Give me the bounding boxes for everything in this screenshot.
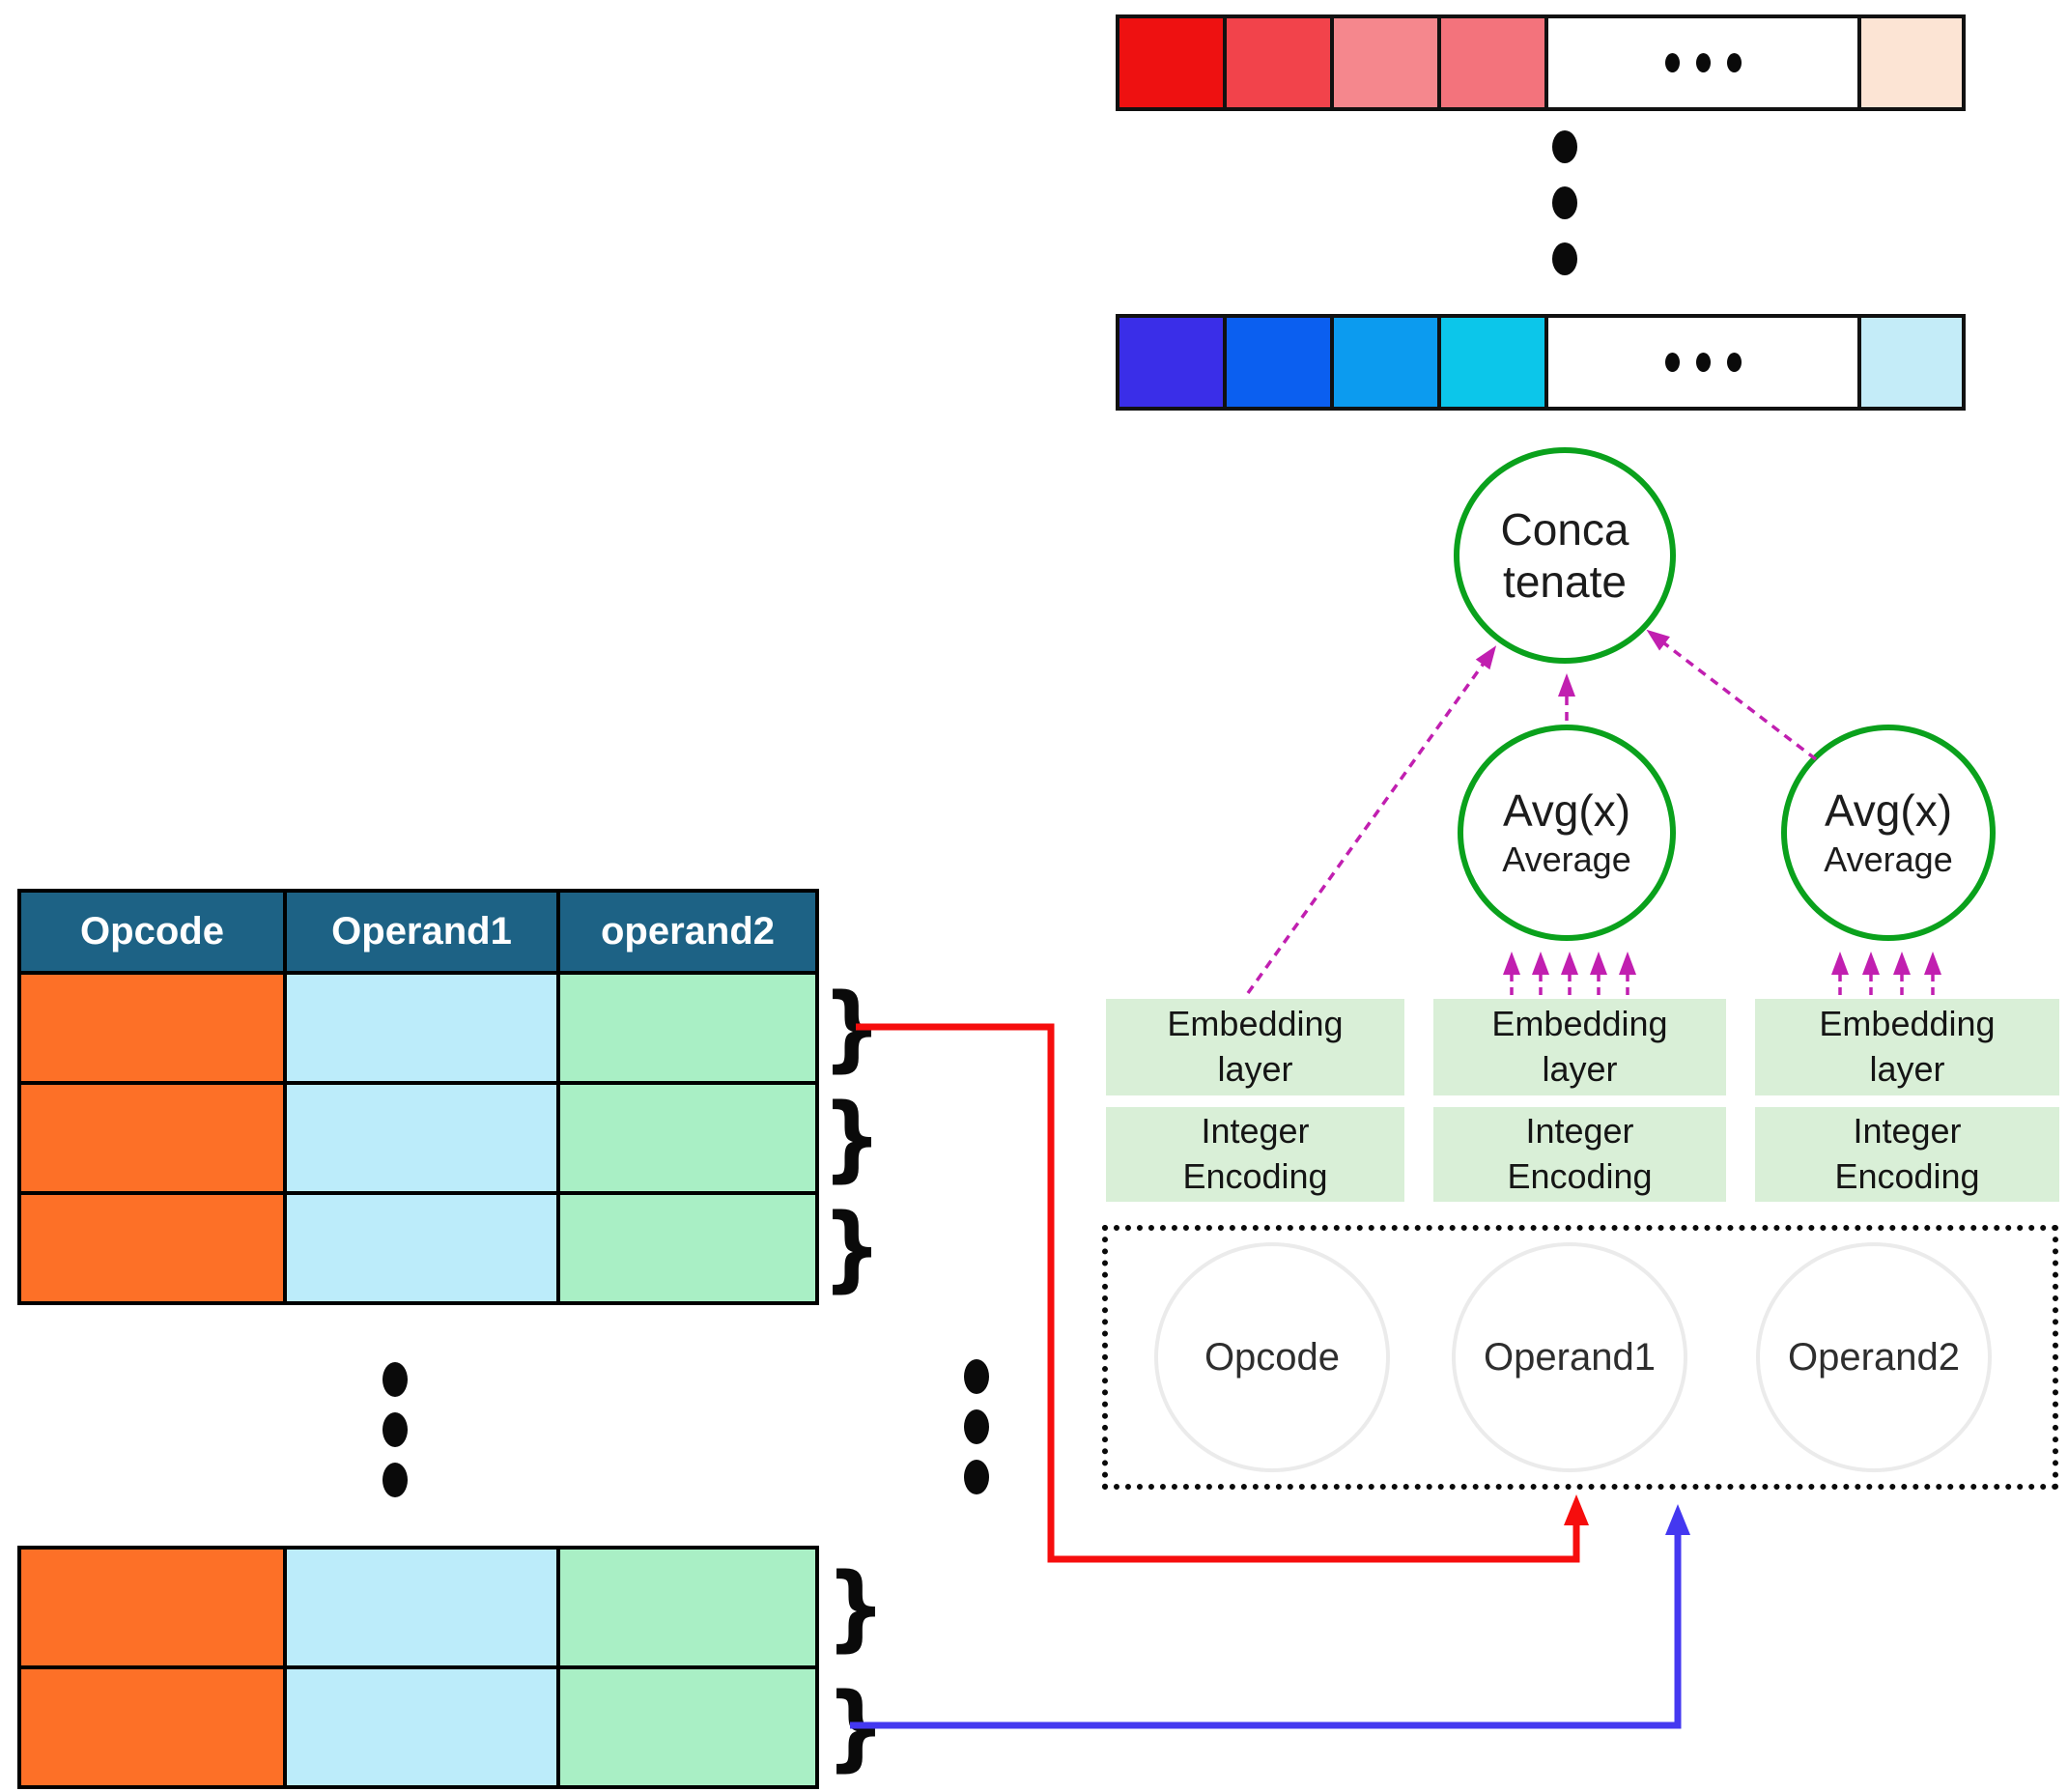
horizontal-ellipsis-icon xyxy=(1664,353,1742,372)
table-cell-opcode xyxy=(21,1195,283,1301)
table-cell-operand2 xyxy=(560,1550,815,1665)
encoding-line1: Integer xyxy=(1853,1111,1962,1152)
embedding-line1: Embedding xyxy=(1819,1004,1996,1044)
column-header-operand1: Operand1 xyxy=(287,893,556,971)
row-brace-icon: } xyxy=(822,1194,882,1302)
avg-formula: Avg(x) xyxy=(1502,785,1631,837)
avg-formula: Avg(x) xyxy=(1824,785,1953,837)
embedding-line1: Embedding xyxy=(1491,1004,1668,1044)
instruction-table: Opcode Operand1 operand2 xyxy=(17,889,819,1305)
row-brace-icon: } xyxy=(826,1673,886,1781)
column-header-operand2: operand2 xyxy=(560,893,815,971)
vector-cell xyxy=(1334,318,1437,407)
concatenate-node: Conca tenate xyxy=(1454,447,1676,664)
average-node-operand2: Avg(x) Average xyxy=(1781,725,1996,941)
embedding-line2: layer xyxy=(1542,1049,1618,1089)
vector-cell xyxy=(1861,318,1962,407)
input-node-label: Operand2 xyxy=(1788,1335,1960,1379)
row-brace-icon: } xyxy=(822,974,882,1082)
integer-encoding-box-operand1: Integer Encoding xyxy=(1433,1107,1726,1202)
table-cell-operand1 xyxy=(287,1550,556,1665)
embedding-layer-box-operand2: Embedding layer xyxy=(1755,999,2059,1095)
input-node-opcode: Opcode xyxy=(1154,1242,1390,1472)
table-cell-operand2 xyxy=(560,975,815,1081)
embedding-layer-box-opcode: Embedding layer xyxy=(1106,999,1404,1095)
table-cell-opcode xyxy=(21,1085,283,1191)
instruction-table-bottom xyxy=(17,1546,819,1789)
table-cell-operand2 xyxy=(560,1669,815,1785)
input-node-operand2: Operand2 xyxy=(1756,1242,1992,1472)
vector-cell xyxy=(1227,318,1330,407)
integer-encoding-box-operand2: Integer Encoding xyxy=(1755,1107,2059,1202)
avg-label: Average xyxy=(1824,839,1953,879)
vertical-ellipsis-icon xyxy=(382,1362,408,1497)
average-node-operand1: Avg(x) Average xyxy=(1458,725,1676,941)
table-cell-opcode xyxy=(21,1669,283,1785)
embedding-line1: Embedding xyxy=(1167,1004,1344,1044)
concatenate-label-line1: Conca xyxy=(1500,503,1629,555)
average2-to-concatenate-arrow xyxy=(1646,629,1818,761)
table-cell-opcode xyxy=(21,975,283,1081)
row-brace-icon: } xyxy=(822,1084,882,1192)
blue-embedding-vector xyxy=(1116,314,1966,411)
table-cell-operand1 xyxy=(287,1669,556,1785)
vertical-ellipsis-icon xyxy=(964,1359,989,1494)
vector-cell-ellipsis xyxy=(1548,18,1857,107)
table-cell-operand1 xyxy=(287,1085,556,1191)
table-cell-operand1 xyxy=(287,975,556,1081)
vector-cell xyxy=(1441,18,1544,107)
vector-cell xyxy=(1441,318,1544,407)
embedding-layer-box-operand1: Embedding layer xyxy=(1433,999,1726,1095)
embedding-to-concatenate-arrow xyxy=(1246,645,1497,995)
input-node-operand1: Operand1 xyxy=(1452,1242,1687,1472)
avg-label: Average xyxy=(1502,839,1631,879)
vector-cell xyxy=(1334,18,1437,107)
embedding-line2: layer xyxy=(1869,1049,1945,1089)
table-cell-operand1 xyxy=(287,1195,556,1301)
table-cell-opcode xyxy=(21,1550,283,1665)
encoding-line2: Encoding xyxy=(1834,1156,1980,1196)
input-node-label: Opcode xyxy=(1204,1335,1341,1379)
encoding-line2: Encoding xyxy=(1507,1156,1653,1196)
red-embedding-vector xyxy=(1116,14,1966,111)
table-cell-operand2 xyxy=(560,1085,815,1191)
concatenate-label-line2: tenate xyxy=(1503,556,1627,607)
row-brace-icon: } xyxy=(826,1553,886,1662)
integer-encoding-box-opcode: Integer Encoding xyxy=(1106,1107,1404,1202)
blue-flow-arrow xyxy=(850,1504,1690,1729)
vector-cell xyxy=(1861,18,1962,107)
horizontal-ellipsis-icon xyxy=(1664,53,1742,72)
vertical-ellipsis-icon xyxy=(1552,130,1577,275)
encoding-line2: Encoding xyxy=(1182,1156,1328,1196)
vector-cell xyxy=(1227,18,1330,107)
vector-cell xyxy=(1119,318,1223,407)
input-node-label: Operand1 xyxy=(1484,1335,1656,1379)
column-header-opcode: Opcode xyxy=(21,893,283,971)
encoding-line1: Integer xyxy=(1201,1111,1310,1152)
vector-cell xyxy=(1119,18,1223,107)
table-cell-operand2 xyxy=(560,1195,815,1301)
embedding-line2: layer xyxy=(1217,1049,1293,1089)
vector-cell-ellipsis xyxy=(1548,318,1857,407)
encoding-line1: Integer xyxy=(1525,1111,1634,1152)
